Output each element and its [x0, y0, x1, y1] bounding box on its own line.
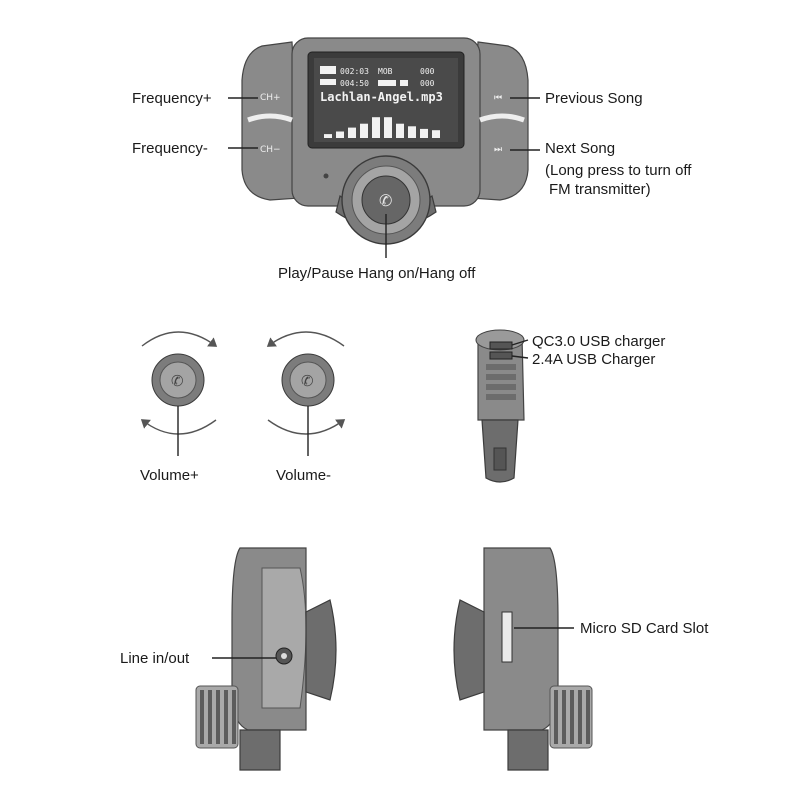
- lcd-time-elapsed: 002:03: [340, 67, 369, 76]
- label-usb-charger: 2.4A USB Charger: [532, 351, 655, 368]
- phone-icon: ✆: [379, 191, 392, 210]
- usb-charger-view: QC3.0 USB charger 2.4A USB Charger: [475, 329, 665, 483]
- equalizer-bar: [384, 117, 392, 138]
- equalizer-bar: [408, 126, 416, 138]
- sd-status-icon: [320, 66, 336, 74]
- label-micro-sd: Micro SD Card Slot: [580, 620, 709, 637]
- battery-icon: [320, 79, 336, 85]
- lcd-time-total: 004:50: [340, 79, 369, 88]
- label-frequency-plus: Frequency+: [132, 90, 212, 107]
- micro-sd-slot[interactable]: [501, 611, 513, 663]
- equalizer-bar: [324, 134, 332, 138]
- phone-icon: ✆: [171, 372, 184, 390]
- label-volume-minus: Volume-: [276, 467, 331, 484]
- right-button-panel: [469, 41, 529, 201]
- equalizer: [324, 117, 440, 138]
- right-side-body: [483, 547, 559, 731]
- left-side-knob: [305, 599, 337, 701]
- equalizer-bar: [348, 127, 356, 138]
- ch-minus-button[interactable]: CH−: [260, 145, 281, 155]
- right-side-knob: [453, 599, 485, 701]
- equalizer-bar: [372, 117, 380, 138]
- label-qc-usb-charger: QC3.0 USB charger: [532, 333, 665, 350]
- phone-icon: ✆: [301, 372, 314, 390]
- previous-song-icon[interactable]: ⏮: [494, 93, 502, 103]
- right-side-view: Micro SD Card Slot: [453, 547, 709, 771]
- label-previous-song: Previous Song: [545, 90, 643, 107]
- equalizer-bar: [360, 123, 368, 138]
- label-volume-plus: Volume+: [140, 467, 199, 484]
- label-next-song-note-1: (Long press to turn off: [545, 162, 692, 179]
- ch-plus-button[interactable]: CH+: [260, 93, 281, 103]
- equalizer-bar: [336, 131, 344, 138]
- repeat-icon: [400, 80, 408, 86]
- equalizer-bar: [420, 128, 428, 138]
- lcd-song-name: Lachlan-Angel.mp3: [320, 90, 443, 104]
- label-next-song-note-2: FM transmitter): [549, 181, 651, 198]
- volume-minus-diagram: ✆ Volume-: [266, 331, 346, 484]
- equalizer-bar: [396, 123, 404, 138]
- lcd-mode: MOB: [378, 67, 393, 76]
- left-side-view: Line in/out: [120, 547, 337, 771]
- label-next-song: Next Song: [545, 140, 615, 157]
- label-play-pause: Play/Pause Hang on/Hang off: [278, 265, 476, 282]
- next-song-icon[interactable]: ⏭: [494, 145, 502, 155]
- front-view: CH+ CH− ⏮ ⏭ 002:03 MOB 000 004:50 000 La…: [132, 37, 692, 282]
- lcd-counter-bottom: 000: [420, 79, 435, 88]
- lcd-counter-top: 000: [420, 67, 435, 76]
- qc-usb-port[interactable]: [489, 341, 513, 350]
- volume-plus-diagram: ✆ Volume+: [140, 331, 218, 484]
- signal-icon: [378, 80, 396, 86]
- equalizer-bar: [432, 130, 440, 138]
- left-button-panel: [241, 41, 301, 201]
- status-led: [323, 173, 329, 179]
- label-frequency-minus: Frequency-: [132, 140, 208, 157]
- usb-24a-port[interactable]: [489, 351, 513, 360]
- label-line-in-out: Line in/out: [120, 650, 190, 667]
